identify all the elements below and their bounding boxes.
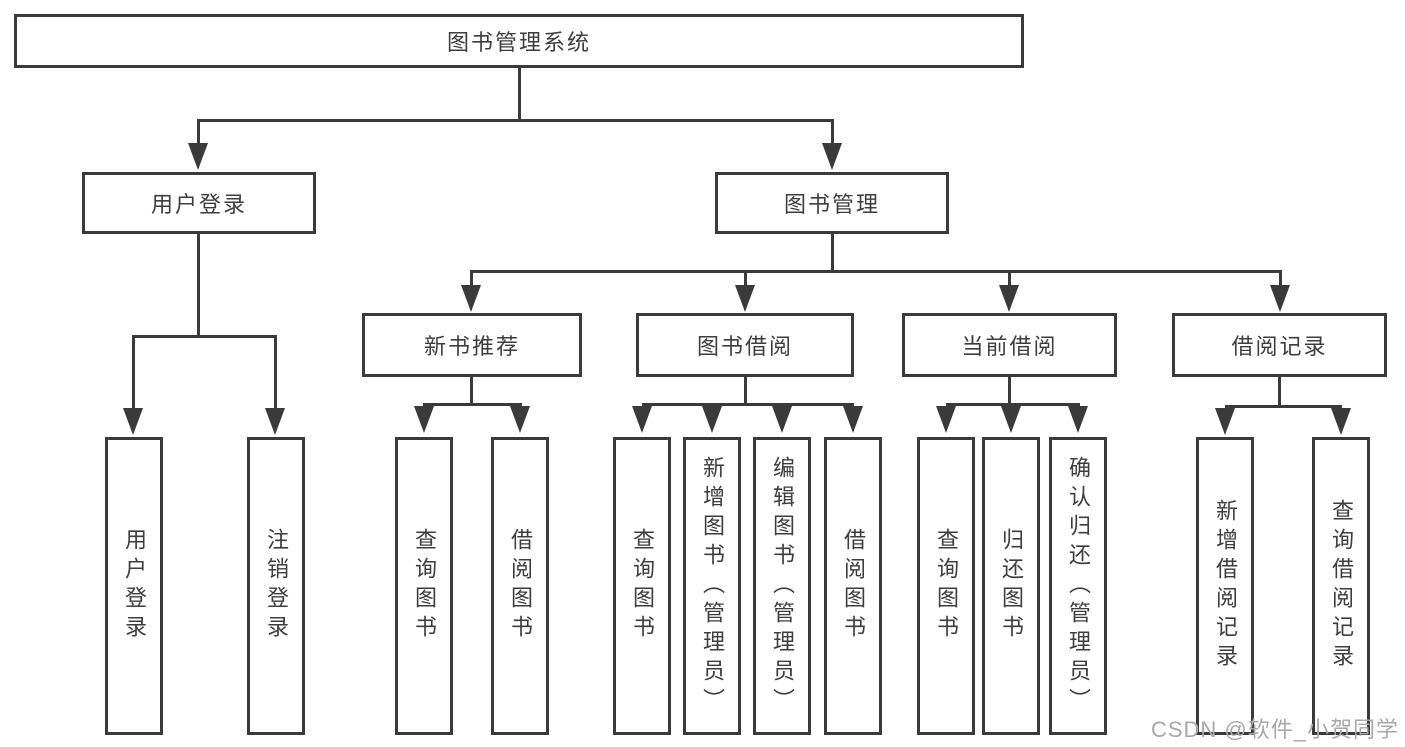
connector-line: [831, 119, 834, 146]
connector-line: [946, 403, 1080, 406]
arrow-down-icon: [123, 408, 143, 435]
leaf-query-borrow-record: 查询借阅记录: [1312, 437, 1370, 735]
node-library-management-system: 图书管理系统: [14, 14, 1024, 68]
connector-line: [470, 270, 473, 288]
arrow-down-icon: [936, 406, 956, 433]
node-label: 图书借阅: [696, 334, 793, 359]
arrow-down-icon: [735, 285, 755, 312]
connector-line: [1225, 405, 1342, 408]
leaf-logout: 注销登录: [247, 437, 305, 735]
leaf-user-login: 用户登录: [105, 437, 163, 735]
connector-line: [1008, 377, 1011, 406]
arrow-down-icon: [822, 143, 842, 170]
connector-line: [423, 403, 522, 406]
connector-line: [197, 234, 200, 338]
node-label: 新书推荐: [423, 334, 520, 359]
csdn-watermark: CSDN @软件_小贺同学: [1150, 717, 1399, 742]
connector-line: [1279, 270, 1282, 288]
connector-line: [744, 270, 747, 288]
connector-line: [132, 335, 277, 338]
arrow-down-icon: [265, 408, 285, 435]
arrow-down-icon: [1068, 406, 1088, 433]
leaf-return-books: 归还图书: [982, 437, 1040, 735]
leaf-label: 查询图书: [412, 528, 437, 644]
arrow-down-icon: [1215, 408, 1235, 435]
leaf-borrow-books: 借阅图书: [824, 437, 882, 735]
connector-line: [274, 335, 277, 411]
arrow-down-icon: [1331, 408, 1351, 435]
leaf-label: 确认归还（管理员）: [1066, 455, 1091, 717]
leaf-query-books-current: 查询图书: [917, 437, 975, 735]
leaf-label: 查询图书: [934, 528, 959, 644]
connector-line: [1278, 377, 1281, 408]
arrow-down-icon: [843, 406, 863, 433]
leaf-label: 归还图书: [999, 528, 1024, 644]
leaf-label: 借阅图书: [841, 528, 866, 644]
connector-line: [642, 403, 854, 406]
arrow-down-icon: [1001, 406, 1021, 433]
node-book-management: 图书管理: [715, 172, 949, 234]
arrow-down-icon: [510, 406, 530, 433]
connector-line: [197, 119, 200, 146]
connector-line: [470, 377, 473, 406]
node-borrowing-records: 借阅记录: [1172, 313, 1387, 377]
leaf-label: 查询图书: [630, 528, 655, 644]
leaf-query-books-borrowing: 查询图书: [613, 437, 671, 735]
leaf-label: 查询借阅记录: [1329, 499, 1354, 673]
node-book-borrowing: 图书借阅: [636, 313, 854, 377]
arrow-down-icon: [461, 285, 481, 312]
leaf-add-books-admin: 新增图书（管理员）: [683, 437, 741, 735]
leaf-borrow-books-recommend: 借阅图书: [491, 437, 549, 735]
leaf-edit-books-admin: 编辑图书（管理员）: [753, 437, 811, 735]
leaf-label: 用户登录: [122, 528, 147, 644]
connector-line: [132, 335, 135, 411]
leaf-label: 借阅图书: [508, 528, 533, 644]
arrow-down-icon: [414, 406, 434, 433]
leaf-label: 注销登录: [264, 528, 289, 644]
connector-line: [744, 377, 747, 406]
arrow-down-icon: [632, 406, 652, 433]
arrow-down-icon: [702, 406, 722, 433]
node-new-book-recommendation: 新书推荐: [362, 313, 582, 377]
arrow-down-icon: [999, 285, 1019, 312]
arrow-down-icon: [772, 406, 792, 433]
node-label: 用户登录: [150, 192, 247, 217]
leaf-label: 新增图书（管理员）: [700, 455, 725, 717]
connector-line: [1008, 270, 1011, 288]
node-user-login: 用户登录: [82, 172, 316, 234]
node-current-borrowing: 当前借阅: [902, 313, 1117, 377]
node-label: 当前借阅: [961, 334, 1058, 359]
arrow-down-icon: [188, 143, 208, 170]
arrow-down-icon: [1270, 285, 1290, 312]
node-label: 图书管理: [783, 192, 880, 217]
connector-line: [197, 119, 834, 122]
node-label: 图书管理系统: [446, 30, 591, 55]
connector-line: [518, 68, 521, 121]
leaf-add-borrow-record: 新增借阅记录: [1196, 437, 1254, 735]
connector-line: [831, 234, 834, 272]
connector-line: [470, 270, 1282, 273]
node-label: 借阅记录: [1231, 334, 1328, 359]
leaf-query-books-recommend: 查询图书: [395, 437, 453, 735]
leaf-confirm-return-admin: 确认归还（管理员）: [1049, 437, 1107, 735]
leaf-label: 新增借阅记录: [1213, 499, 1238, 673]
leaf-label: 编辑图书（管理员）: [770, 455, 795, 717]
